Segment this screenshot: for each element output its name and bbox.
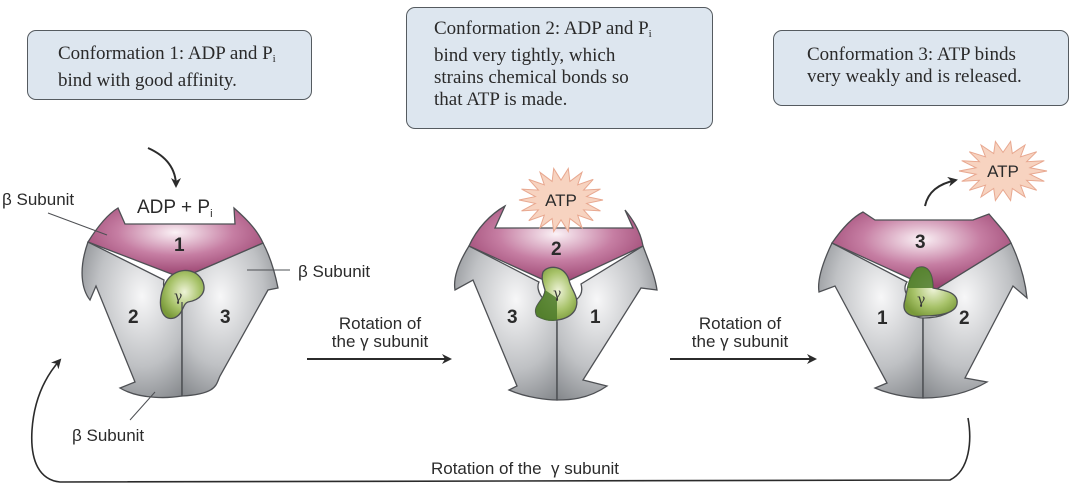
conformation-3-text: very weakly and is released. [807,66,1022,87]
rotation-label-1-line2: the γ subunit [332,332,429,351]
atp-burst-released: ATP [958,140,1048,202]
atp-label-bound: ATP [545,191,577,210]
conformation-1-title: Conformation 1: ADP and P [58,43,273,64]
subunit-number-right: 1 [590,307,601,328]
adp-entry-arrow [147,147,181,188]
atp-burst-bound: ATP [518,167,604,233]
beta-subunit-label-top: β Subunit [2,190,74,209]
conformation-2-text-line4: that ATP is made. [434,89,568,110]
adp-pi-label: ADP + Pi [137,197,213,220]
beta-subunit-top [87,206,264,279]
enzyme-conformation-2: 2 3 1 γ [453,204,658,401]
conformation-1-text: bind with good affinity. [58,70,237,91]
pi-subscript: i [648,28,652,40]
subunit-number-left: 1 [877,308,888,329]
beta-subunit-label-right: β Subunit [298,262,370,281]
rotation-label-1-line1: Rotation of [339,314,421,333]
rotation-label-2-line2: the γ subunit [692,332,789,351]
rotation-label-bottom: Rotation of the γ subunit [431,459,619,478]
subunit-number-left: 3 [507,307,518,328]
enzyme-conformation-1: 1 2 3 γ [81,206,279,399]
subunit-number-right: 2 [959,308,970,329]
subunit-number-top: 2 [551,239,562,260]
rotation-label-2-line1: Rotation of [699,314,781,333]
beta-subunit-top [831,211,1012,291]
conformation-2-text-line3: strains chemical bonds so [434,67,629,88]
gamma-subunit [159,269,205,319]
conformation-1-box: Conformation 1: ADP and Pi bind with goo… [27,30,312,100]
beta-subunit-label-bottom: β Subunit [72,426,144,445]
beta-subunit-left [453,245,558,401]
conformation-2-box: Conformation 2: ADP and Pi bind very tig… [406,7,713,129]
atp-release-arrow [924,176,958,207]
subunit-number-top: 1 [174,235,185,256]
gamma-label: γ [553,286,561,302]
conformation-2-text-line2: bind very tightly, which [434,45,616,66]
gamma-label: γ [917,292,925,308]
pi-subscript: i [272,53,276,65]
subunit-number-right: 3 [220,307,231,328]
subunit-number-left: 2 [128,307,139,328]
conformation-3-box: Conformation 3: ATP binds very weakly an… [773,30,1069,106]
gamma-label: γ [174,289,182,305]
return-rotation-arrow [30,358,971,483]
atp-label-released: ATP [987,162,1019,181]
beta-subunit-top [468,204,644,287]
subunit-number-top: 3 [915,232,926,253]
enzyme-conformation-3: 3 1 2 γ [817,211,1028,399]
conformation-2-title: Conformation 2: ADP and P [434,18,649,39]
conformation-3-title: Conformation 3: ATP binds [807,44,1016,65]
